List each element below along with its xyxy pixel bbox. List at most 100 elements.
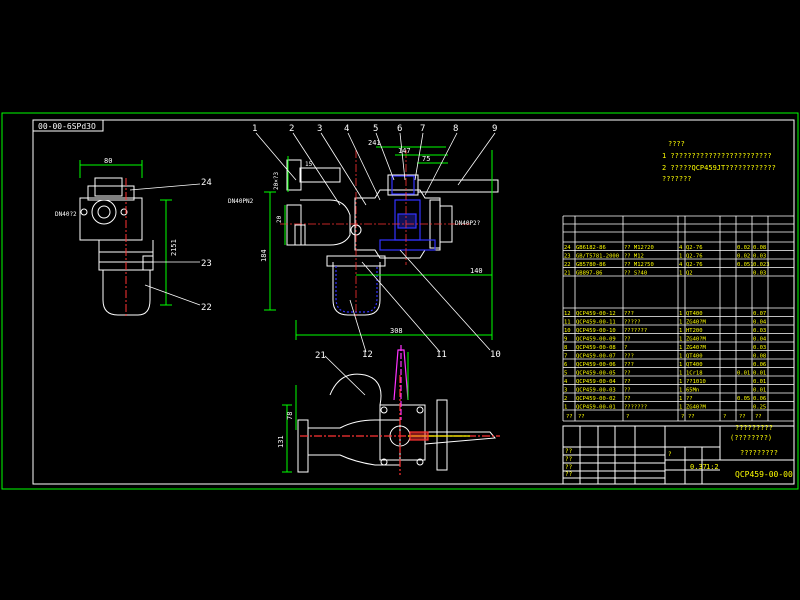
left-view-dims: [79, 160, 172, 306]
bom-cell: QT400: [686, 354, 703, 360]
bom-cell: 0.01: [753, 371, 766, 377]
dim-131: 131: [277, 435, 285, 448]
dim-308: 308: [390, 327, 403, 335]
bom-cell: QCP459-00-07: [576, 354, 616, 360]
balloon-23: 23: [201, 259, 212, 269]
bom-cell: QCP459-00-02: [576, 396, 616, 402]
bom-cell: ??: [686, 396, 693, 402]
bom-cell: ???: [624, 354, 634, 360]
bom-cell: HT200: [686, 328, 703, 334]
balloon-9: 9: [492, 124, 497, 134]
dim-241: 241: [368, 139, 381, 147]
bom-cell: 65Mn: [686, 388, 699, 394]
notes-heading: ????: [668, 140, 685, 148]
bom-cell: 0.04: [753, 320, 767, 326]
bom-cell: 0.06: [753, 362, 766, 368]
bom-cell: ??: [624, 396, 631, 402]
bom-header-cell: ??: [566, 414, 573, 420]
bom-cell: 1: [679, 396, 682, 402]
bom-cell: QCP459-00-04: [576, 379, 616, 385]
bom-cell: QT400: [686, 362, 703, 368]
bom-cell: GB/T5781-2000: [576, 254, 619, 260]
balloon-12: 12: [362, 350, 373, 360]
bom-header-cell: ??: [688, 414, 695, 420]
bom-cell: ZG40?M: [686, 345, 707, 351]
bom-cell: 1: [679, 354, 682, 360]
bom-cell: ?? M12?20: [624, 245, 654, 251]
balloon-3: 3: [317, 124, 322, 134]
bom-header-cell: ??: [755, 414, 762, 420]
bom-cell: 5: [564, 371, 567, 377]
bom-cell: ?? M12?50: [624, 262, 654, 268]
bom-cell: 1: [679, 337, 682, 343]
balloon-22: 22: [201, 303, 212, 313]
bom-cell: ZG40?M: [686, 405, 707, 411]
bom-cell: 0.04: [753, 337, 767, 343]
bom-cell: 0.051: [737, 262, 754, 268]
balloon-11: 11: [436, 350, 447, 360]
bom-cell: 1: [564, 405, 567, 411]
bom-cell: 1: [679, 379, 682, 385]
company-note: ?????????: [735, 424, 773, 432]
bom-header-cell: ?: [681, 414, 684, 420]
bom-cell: 0.023: [753, 262, 770, 268]
bom-cell: Q2-76: [686, 254, 703, 260]
dim-dn40-outlet: DN40P2?: [455, 220, 481, 227]
bom-cell: 0.07: [753, 311, 766, 317]
bom-cell: GB897-86: [576, 271, 603, 277]
dim-2151: 2151: [170, 239, 178, 256]
bom-cell: 4: [679, 245, 683, 251]
bom-cell: ?????: [624, 320, 641, 326]
notes-line-2: 2 ?????QCP459JT????????????: [662, 164, 776, 172]
bom-cell: 12: [564, 311, 571, 317]
bottom-view-leaders: [324, 355, 366, 396]
bom-cell: 1: [679, 345, 682, 351]
bom-cell: 21: [564, 271, 571, 277]
dim-dn40-inlet: DN40PN2: [228, 198, 254, 205]
bom-cell: 0.08: [753, 354, 766, 360]
bom-cell: 11: [564, 320, 571, 326]
bom-cell: ??1010: [686, 379, 706, 385]
bom-cell: QCP459-00-12: [576, 311, 616, 317]
bom-cell: QCP459-00-08: [576, 345, 616, 351]
dim-80: 80: [104, 157, 112, 165]
balloon-10: 10: [490, 350, 501, 360]
bom-cell: 3: [564, 388, 567, 394]
bom-cell: 4: [564, 379, 568, 385]
bom-cell: ???: [624, 311, 634, 317]
bom-cell: 0.08: [753, 245, 766, 251]
bom-cell: 0.06: [753, 396, 766, 402]
drawing-number: QCP459-00-00: [735, 470, 793, 479]
technical-notes: ???? 1 ???????????????????????? 2 ?????Q…: [662, 140, 776, 183]
approve-label: ??: [565, 464, 573, 471]
bom-cell: QCP459-00-11: [576, 320, 616, 326]
bom-cell: 1: [679, 371, 682, 377]
check-label: ??: [565, 456, 573, 463]
dim-140: 140: [470, 267, 483, 275]
scale-value: 1:2: [706, 463, 719, 471]
company-note-2: (????????): [730, 434, 772, 442]
bom-cell: 7: [564, 354, 567, 360]
title-note: ?????????: [740, 449, 778, 457]
bom-cell: QCP459-00-01: [576, 405, 616, 411]
bom-cell: 1: [679, 271, 682, 277]
bom-cell: 1Cr18: [686, 371, 703, 377]
mass-value: 0.37: [690, 463, 707, 471]
process-label: ??: [565, 471, 573, 478]
bom-header-cell: ?: [723, 414, 726, 420]
bom-cell: 22: [564, 262, 571, 268]
bom-cell: 1: [679, 405, 682, 411]
code-tag-text: 00-00-6SPd3O: [38, 122, 96, 131]
balloon-8: 8: [453, 124, 458, 134]
bom-cell: 24: [564, 245, 571, 251]
bom-cell: ??: [624, 371, 631, 377]
dim-75: 75: [422, 155, 430, 163]
bottom-view-dims: [282, 352, 409, 473]
bom-cell: 8: [564, 345, 567, 351]
bom-cell: 0.05: [737, 396, 750, 402]
bom-cell: 4: [679, 262, 683, 268]
sheet-label: ?: [668, 451, 672, 458]
balloon-4: 4: [344, 124, 349, 134]
dim-thread: 20×?3: [273, 172, 280, 190]
